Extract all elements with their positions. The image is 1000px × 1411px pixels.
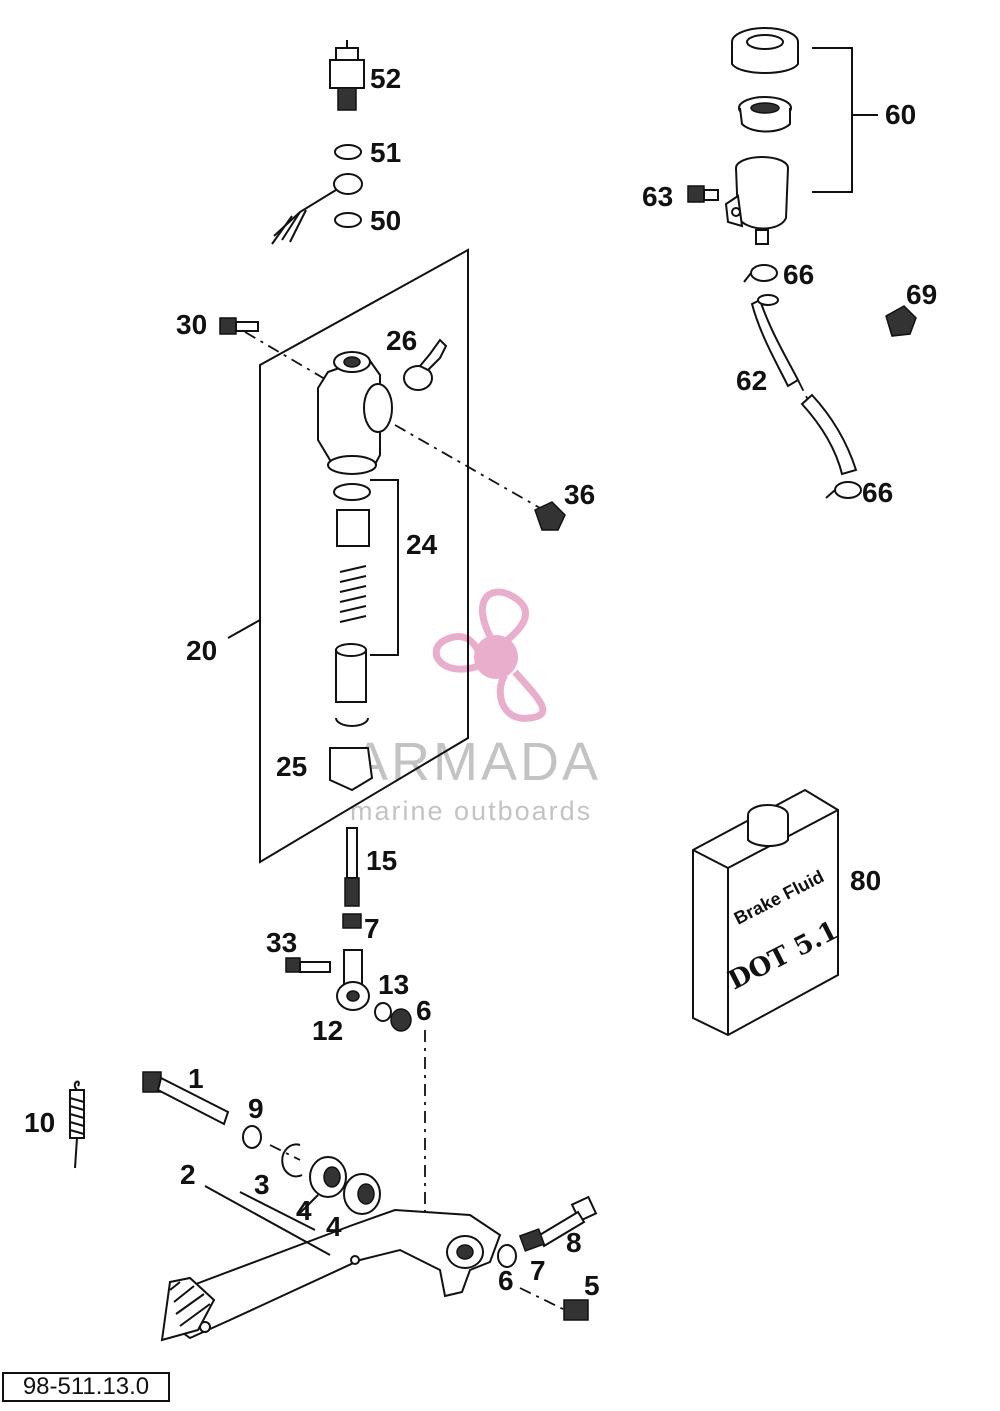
callout-24: 24 [406, 529, 438, 560]
callout-33: 33 [266, 927, 297, 958]
master-cylinder-body [317, 351, 393, 475]
callout-62: 62 [736, 365, 767, 396]
centerline-36 [394, 424, 541, 509]
part-7-nut-upper [342, 913, 362, 929]
part-30-bolt [219, 317, 259, 335]
part-6-bush-upper [390, 1008, 412, 1032]
callout-36: 36 [564, 479, 595, 510]
propeller-icon [432, 588, 547, 722]
watermark-title: ARMADA [352, 732, 601, 792]
part-7-nut-lower [518, 1228, 546, 1252]
propeller-hub-icon [474, 635, 518, 679]
hose-break [797, 379, 809, 401]
callout-5: 5 [584, 1270, 600, 1301]
part-4-bearing-b [343, 1173, 381, 1215]
callout-30: 30 [176, 309, 207, 340]
part-9-washer [242, 1125, 262, 1149]
part-80-brake-fluid-can: Brake Fluid DOT 5.1 [692, 788, 843, 1037]
callout-3: 3 [254, 1169, 270, 1200]
part-50-banjo-line [271, 173, 363, 245]
callout-66-upper: 66 [783, 259, 814, 290]
part-25-boot [329, 747, 374, 792]
callout-2: 2 [180, 1159, 196, 1190]
part-60-reservoir-assembly [724, 27, 799, 245]
callout-13: 13 [378, 969, 409, 1000]
centerline-9 [269, 1144, 301, 1161]
callout-51: 51 [370, 137, 401, 168]
part-10-spring [69, 1080, 85, 1169]
callout-26: 26 [386, 325, 417, 356]
centerline-30 [244, 331, 331, 383]
watermark-logo: ARMADA marine outboards [350, 588, 601, 826]
part-69-grommet [885, 305, 917, 337]
bracket-24 [370, 479, 399, 656]
callout-1: 1 [188, 1063, 204, 1094]
part-66-clamp-upper [743, 264, 778, 283]
part-5-nut [563, 1299, 589, 1321]
callout-60: 60 [885, 99, 916, 130]
callout-15: 15 [366, 845, 397, 876]
leader-4a [299, 1194, 319, 1214]
leader-2 [204, 1185, 331, 1256]
diagram-code-label: 98-511.13.0 [2, 1372, 170, 1402]
part-33-bolt [285, 957, 331, 973]
part-3-circlip [281, 1143, 303, 1178]
callout-52: 52 [370, 63, 401, 94]
part-52-switch [329, 40, 365, 111]
leader-3 [239, 1191, 316, 1231]
callout-7-upper: 7 [364, 913, 380, 944]
callout-10: 10 [24, 1107, 55, 1138]
callout-66-lower: 66 [862, 477, 893, 508]
part-51-washer [334, 144, 362, 160]
callout-80: 80 [850, 865, 881, 896]
callout-63: 63 [642, 181, 673, 212]
part-13-washer [374, 1002, 392, 1022]
part-2-brake-pedal [160, 1208, 502, 1342]
part-24-piston-kit [333, 483, 371, 727]
callout-20: 20 [186, 635, 217, 666]
part-4-bearing-a [309, 1156, 347, 1198]
part-12-clevis [336, 949, 370, 1011]
callout-12: 12 [312, 1015, 343, 1046]
part-63-bolt [687, 185, 719, 203]
callout-7-lower: 7 [530, 1255, 546, 1286]
callout-9: 9 [248, 1093, 264, 1124]
part-26-fitting [403, 338, 448, 391]
bracket-60 [812, 47, 853, 193]
callout-50: 50 [370, 205, 401, 236]
part-66-clamp-lower [825, 481, 862, 499]
callout-6-upper: 6 [416, 995, 432, 1026]
assembly-frame-20 [259, 248, 469, 864]
part-15-pushrod [344, 827, 360, 907]
part-62-hose [750, 294, 858, 476]
callout-8: 8 [566, 1227, 582, 1258]
callout-69: 69 [906, 279, 937, 310]
part-36-cap [534, 501, 566, 531]
callout-4-a: 4 [296, 1195, 312, 1226]
callout-25: 25 [276, 751, 307, 782]
callout-6-lower: 6 [498, 1265, 514, 1296]
centerline-5 [519, 1287, 566, 1311]
watermark-subtitle: marine outboards [350, 796, 592, 826]
leader-20 [227, 619, 261, 639]
callout-4-b: 4 [326, 1211, 342, 1242]
part-6-bush-lower [497, 1244, 517, 1268]
part-1-pivot-bolt [142, 1071, 230, 1126]
